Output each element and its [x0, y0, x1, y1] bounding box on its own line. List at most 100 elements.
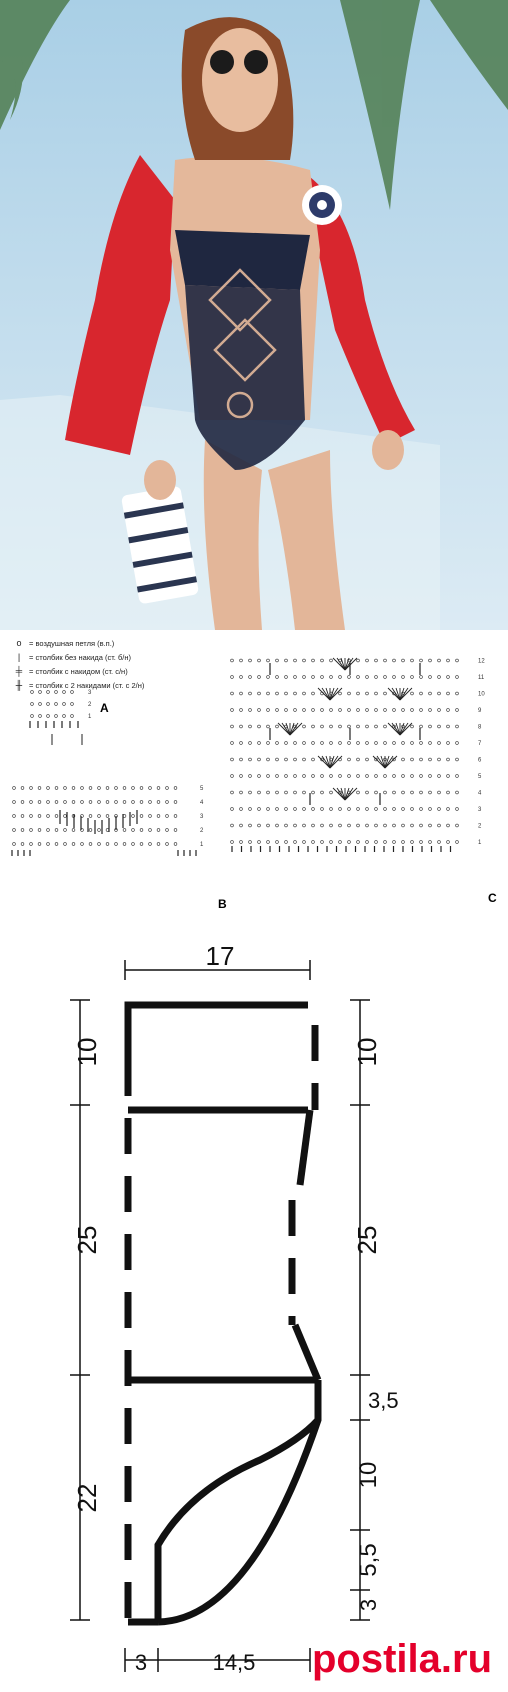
chain-stitch-icon — [239, 774, 243, 778]
chain-stitch-icon — [392, 757, 396, 762]
chain-stitch-icon — [46, 842, 50, 846]
fan-stitch — [329, 687, 343, 701]
dimension-label: 3 — [356, 1599, 381, 1611]
row-number: 3 — [88, 690, 92, 696]
fan-stitch — [285, 722, 291, 736]
chain-stitch-icon — [46, 786, 50, 790]
chain-stitch-icon — [105, 800, 110, 804]
chain-stitch-icon — [239, 708, 243, 712]
chain-stitch-icon — [455, 774, 459, 778]
chart-a-label: A — [100, 701, 109, 715]
chain-stitch-icon — [446, 840, 450, 844]
chain-stitch-icon — [248, 658, 252, 663]
chain-stitch-icon — [88, 786, 93, 790]
chain-stitch-icon — [248, 691, 252, 696]
chain-stitch-icon — [374, 790, 378, 795]
chain-stitch-icon — [374, 840, 378, 844]
chain-stitch-icon — [428, 724, 432, 729]
chain-stitch-icon — [329, 774, 333, 778]
chain-stitch-icon — [365, 790, 369, 795]
chain-stitch-icon — [122, 828, 127, 832]
fan-stitch — [344, 657, 358, 671]
chain-stitch-icon — [419, 658, 423, 663]
chain-stitch-icon — [410, 658, 414, 663]
chain-stitch-icon — [266, 708, 270, 712]
chain-stitch-icon — [446, 774, 450, 778]
striped-clutch — [121, 486, 199, 604]
chain-stitch-icon — [46, 690, 50, 694]
chain-stitch-icon — [293, 675, 297, 679]
fan-stitch — [384, 755, 390, 769]
chain-stitch-icon — [437, 757, 441, 762]
chain-stitch-icon — [455, 724, 459, 729]
chain-stitch-icon — [365, 708, 369, 712]
chain-stitch-icon — [320, 790, 324, 795]
chain-stitch-icon — [248, 774, 252, 778]
chain-stitch-icon — [320, 807, 324, 811]
chain-stitch-icon — [148, 814, 152, 818]
chain-stitch-icon — [62, 714, 66, 718]
chain-stitch-icon — [392, 658, 396, 663]
chain-stitch-icon — [275, 724, 279, 729]
chain-stitch-icon — [428, 807, 432, 811]
chain-stitch-icon — [311, 807, 315, 811]
chain-stitch-icon — [302, 840, 306, 844]
chain-stitch-icon — [446, 823, 450, 828]
chain-stitch-icon — [63, 786, 67, 790]
chain-stitch-icon — [173, 800, 178, 804]
fan-stitch — [399, 687, 409, 701]
row-number: 3 — [478, 807, 482, 813]
row-number: 5 — [478, 774, 482, 780]
chain-stitch-icon — [446, 807, 450, 811]
chain-stitch-icon — [54, 786, 59, 790]
chain-stitch-icon — [302, 658, 306, 663]
chain-stitch-icon — [284, 658, 288, 663]
chain-stitch-icon — [410, 691, 414, 696]
chain-stitch-icon — [30, 702, 34, 706]
chain-stitch-icon — [239, 741, 243, 745]
chain-stitch-icon — [38, 714, 42, 718]
chain-stitch-icon — [173, 828, 178, 832]
chain-stitch-icon — [311, 724, 315, 729]
chain-stitch-icon: o — [16, 638, 22, 648]
chain-stitch-icon — [122, 842, 127, 846]
chain-stitch-icon — [419, 790, 423, 795]
chart-b-label: B — [218, 897, 227, 911]
chain-stitch-icon — [356, 790, 360, 795]
fan-stitch — [399, 687, 405, 701]
chain-stitch-icon — [230, 724, 234, 729]
chain-stitch-icon — [248, 790, 252, 795]
chain-stitch-icon — [329, 675, 333, 679]
chain-stitch-icon — [347, 708, 351, 712]
red-jacket — [65, 155, 415, 455]
chain-stitch-icon — [266, 807, 270, 811]
fan-stitch — [329, 755, 339, 769]
chain-stitch-icon — [139, 842, 144, 846]
chain-stitch-icon — [139, 828, 144, 832]
chain-stitch-icon — [311, 774, 315, 778]
chain-stitch-icon — [302, 823, 306, 828]
chain-stitch-icon — [365, 757, 369, 762]
chain-stitch-icon — [105, 842, 110, 846]
row-number: 5 — [200, 786, 204, 792]
chain-stitch-icon — [63, 828, 67, 832]
chain-stitch-icon — [266, 741, 270, 745]
chain-stitch-icon — [410, 774, 414, 778]
chain-stitch-icon — [257, 774, 261, 778]
chain-stitch-icon — [30, 690, 34, 694]
chain-stitch-icon — [71, 828, 76, 832]
chain-stitch-icon — [329, 741, 333, 745]
chain-stitch-icon — [284, 675, 288, 679]
chain-stitch-icon — [230, 774, 234, 778]
chain-stitch-icon — [329, 823, 333, 828]
chain-stitch-icon — [419, 757, 423, 762]
fan-stitch — [317, 755, 331, 769]
chain-stitch-icon — [46, 828, 50, 832]
fan-stitch — [395, 687, 401, 701]
chain-stitch-icon — [302, 675, 306, 679]
fan-stitch — [399, 687, 413, 701]
fan-stitch — [325, 755, 331, 769]
chain-stitch-icon — [311, 691, 315, 696]
chain-stitch-icon — [248, 840, 252, 844]
